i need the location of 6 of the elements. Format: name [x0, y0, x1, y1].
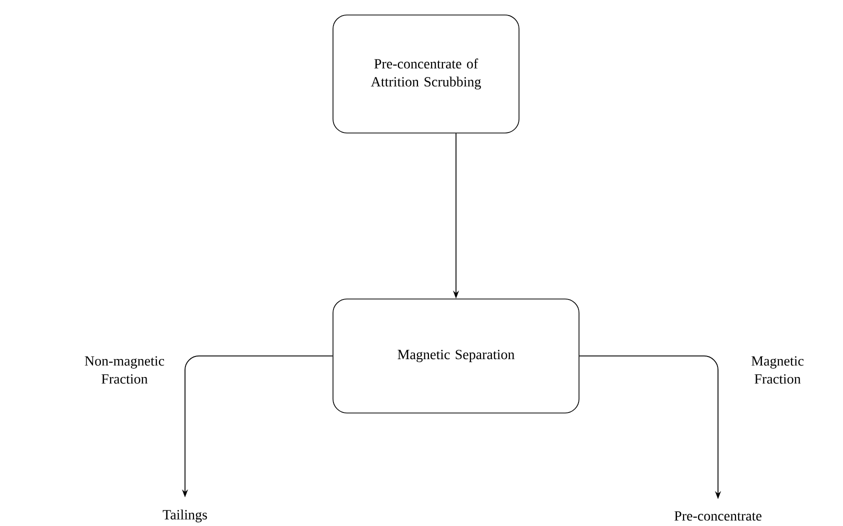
- output-label: Pre-concentrate: [674, 511, 762, 521]
- edge-label: Non-magnetic Fraction: [84, 356, 164, 384]
- edge-label: Magnetic Fraction: [752, 356, 804, 384]
- process-box: Magnetic Separation: [332, 298, 580, 414]
- process-box: Pre-concentrate of Attrition Scrubbing: [332, 14, 520, 134]
- output-label: Tailings: [162, 510, 207, 522]
